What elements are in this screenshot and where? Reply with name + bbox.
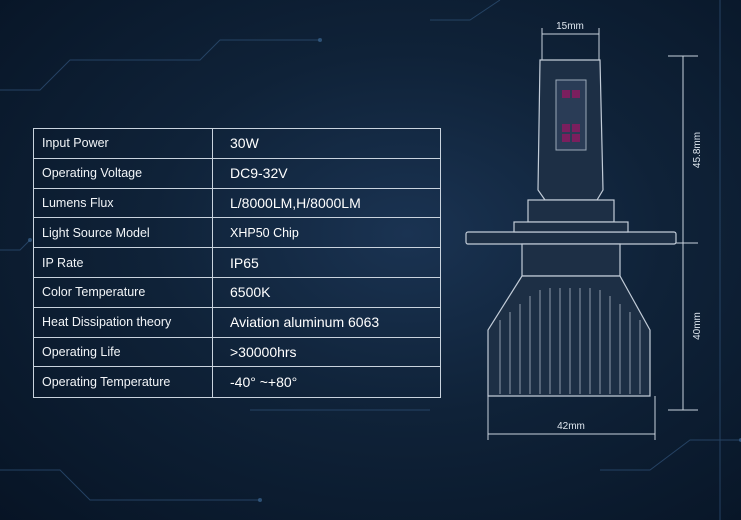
spec-row-ip-rate: IP Rate IP65 [34,248,440,278]
dimension-lower-height: 40mm [692,312,703,340]
spec-label: Operating Life [42,344,121,359]
spec-row-operating-temperature: Operating Temperature -40° ~+80° [34,367,440,398]
spec-label: Heat Dissipation theory [42,315,172,330]
spec-row-lumens-flux: Lumens Flux L/8000LM,H/8000LM [34,188,440,219]
spec-value: >30000hrs [212,337,440,367]
bulb-dimension-diagram: 15mm 45.8mm 40mm 42mm [465,21,703,440]
spec-value: -40° ~+80° [212,367,440,398]
spec-value: DC9-32V [212,158,440,188]
spec-label: Operating Temperature [42,375,171,390]
dimension-upper-height: 45.8mm [692,132,703,168]
spec-value: IP65 [212,248,440,277]
spec-value: 30W [212,129,440,158]
spec-label: IP Rate [42,255,84,270]
spec-value: Aviation aluminum 6063 [212,307,440,337]
spec-value: 6500K [212,277,440,307]
spec-table: Input Power 30W Operating Voltage DC9-32… [33,128,441,398]
spec-label: Light Source Model [42,225,150,240]
spec-row-light-source-model: Light Source Model XHP50 Chip [34,218,440,249]
spec-label: Operating Voltage [42,166,143,181]
dimension-top-width: 15mm [556,21,584,32]
spec-label: Lumens Flux [42,195,114,210]
spec-row-input-power: Input Power 30W [34,129,440,159]
spec-row-color-temperature: Color Temperature 6500K [34,277,440,308]
spec-value: XHP50 Chip [212,218,440,248]
spec-row-heat-dissipation: Heat Dissipation theory Aviation aluminu… [34,307,440,338]
dimension-bottom-width: 42mm [557,421,585,432]
spec-label: Color Temperature [42,285,146,300]
spec-row-operating-voltage: Operating Voltage DC9-32V [34,158,440,189]
spec-value: L/8000LM,H/8000LM [212,188,440,218]
spec-label: Input Power [42,136,109,151]
spec-row-operating-life: Operating Life >30000hrs [34,337,440,368]
